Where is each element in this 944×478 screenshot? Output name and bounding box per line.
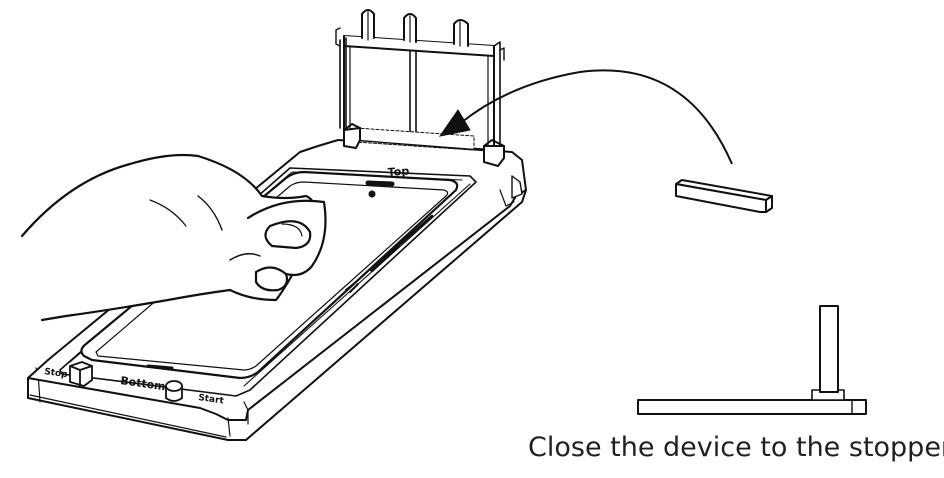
label-bottom: Bottom bbox=[120, 374, 167, 393]
start-knob bbox=[165, 380, 183, 402]
holder-frame bbox=[335, 9, 505, 167]
stop-peg bbox=[69, 361, 93, 387]
stopper-block bbox=[675, 179, 773, 213]
stopper-side-view bbox=[637, 305, 867, 415]
label-top: Top bbox=[387, 165, 409, 179]
insert-arrow bbox=[438, 69, 733, 165]
label-stop: Stop bbox=[44, 367, 69, 380]
label-start: Start bbox=[198, 393, 225, 407]
hand-illustration bbox=[20, 153, 327, 322]
instruction-caption: Close the device to the stopper. bbox=[528, 432, 944, 463]
